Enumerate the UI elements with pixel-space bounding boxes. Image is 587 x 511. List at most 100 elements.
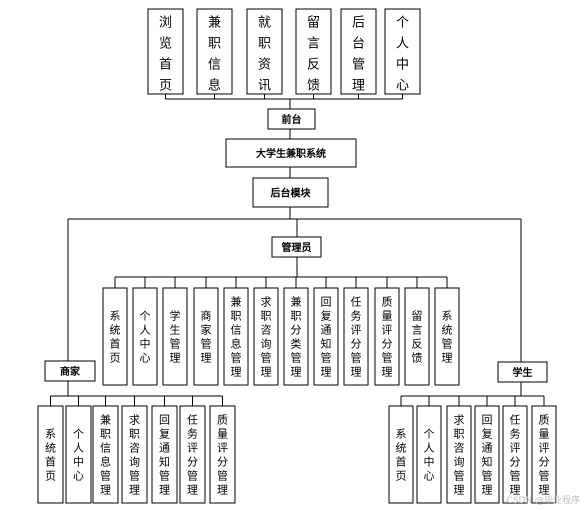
- front-module-6-box: [384, 8, 421, 95]
- student-module-5-label: 任务评分管理: [510, 414, 521, 497]
- admin-module-6: 求职咨询管理: [253, 287, 279, 386]
- front-node-label: 前台: [282, 113, 302, 126]
- front-module-2: 兼职信息: [196, 8, 233, 95]
- backend-node: 后台模块: [252, 177, 329, 208]
- merchant-module-2: 个人中心: [65, 405, 92, 504]
- student-module-4-box: [474, 405, 500, 504]
- admin-module-3-box: [162, 287, 188, 386]
- admin-module-4: 商家管理: [193, 287, 219, 386]
- front-module-1: 浏览首页: [147, 8, 184, 95]
- merchant-module-2-box: [65, 405, 92, 504]
- student-module-6-label: 质量评分管理: [539, 414, 550, 497]
- merchant-module-2-label: 个人中心: [73, 428, 84, 483]
- front-module-3-box: [246, 8, 283, 95]
- admin-module-5: 兼职信息管理: [223, 287, 249, 386]
- student-module-5: 任务评分管理: [502, 405, 528, 504]
- student-module-3-label: 求职咨询管理: [454, 414, 465, 497]
- admin-module-12: 系统管理: [434, 287, 460, 386]
- front-module-4: 留言反馈: [295, 8, 332, 95]
- merchant-module-3-box: [92, 405, 119, 504]
- admin-module-9-box: [343, 287, 369, 386]
- admin-module-5-box: [223, 287, 249, 386]
- admin-module-8-label: 回复通知管理: [321, 296, 332, 379]
- admin-node-box: [271, 236, 322, 258]
- admin-module-5-label: 兼职信息管理: [231, 296, 242, 379]
- admin-module-6-label: 求职咨询管理: [261, 296, 272, 379]
- merchant-module-1-box: [37, 405, 64, 504]
- system-title-node: 大学生兼职系统: [225, 138, 357, 168]
- merchant-module-6: 任务评分管理: [179, 405, 206, 504]
- admin-module-12-box: [434, 287, 460, 386]
- system-title-node-label: 大学生兼职系统: [256, 147, 326, 160]
- front-module-3: 就职资讯: [246, 8, 283, 95]
- merchant-module-5: 回复通知管理: [151, 405, 178, 504]
- student-module-2: 个人中心: [416, 405, 442, 504]
- admin-module-8-box: [313, 287, 339, 386]
- front-module-1-box: [147, 8, 184, 95]
- student-module-5-box: [502, 405, 528, 504]
- admin-module-2-box: [132, 287, 158, 386]
- admin-module-2: 个人中心: [132, 287, 158, 386]
- backend-node-box: [252, 177, 329, 208]
- front-module-6: 个人中心: [384, 8, 421, 95]
- front-module-3-label: 就职资讯: [258, 15, 271, 93]
- admin-module-1-box: [102, 287, 128, 386]
- admin-module-2-label: 个人中心: [140, 310, 151, 365]
- student-module-6: 质量评分管理: [531, 405, 557, 504]
- admin-module-7: 兼职分类管理: [283, 287, 309, 386]
- admin-node: 管理员: [271, 236, 322, 258]
- merchant-module-6-label: 任务评分管理: [187, 414, 198, 497]
- student-module-2-label: 个人中心: [424, 428, 435, 483]
- front-node: 前台: [267, 108, 316, 130]
- merchant-module-5-label: 回复通知管理: [159, 414, 170, 497]
- merchant-module-4-label: 求职咨询管理: [129, 414, 140, 497]
- merchant-module-4-box: [121, 405, 148, 504]
- backend-node-label: 后台模块: [271, 187, 312, 200]
- merchant-module-3-label: 兼职信息管理: [100, 414, 111, 497]
- admin-module-8: 回复通知管理: [313, 287, 339, 386]
- student-module-4-label: 回复通知管理: [482, 414, 493, 497]
- merchant-module-7-label: 质量评分管理: [217, 414, 228, 497]
- admin-module-3-label: 学生管理: [170, 309, 181, 365]
- merchant-module-7-box: [209, 405, 236, 504]
- merchant-module-5-box: [151, 405, 178, 504]
- front-module-1-label: 浏览首页: [159, 14, 172, 93]
- student-module-1-label: 系统首页: [396, 428, 407, 483]
- front-module-5-label: 后台管理: [352, 15, 365, 93]
- front-module-2-box: [196, 8, 233, 95]
- student-module-1: 系统首页: [388, 405, 414, 504]
- front-module-2-label: 兼职信息: [208, 15, 221, 93]
- merchant-module-1-label: 系统首页: [45, 428, 56, 483]
- merchant-node: 商家: [44, 360, 96, 382]
- front-module-5: 后台管理: [340, 8, 377, 95]
- admin-module-11-box: [404, 287, 430, 386]
- front-module-5-box: [340, 8, 377, 95]
- watermark-text: CSDN @毕业程序: [506, 494, 580, 506]
- student-node: 学生: [497, 361, 548, 383]
- admin-module-12-label: 系统管理: [442, 310, 453, 365]
- system-title-node-box: [225, 138, 357, 168]
- admin-module-10: 质量评分管理: [374, 287, 400, 386]
- merchant-node-box: [44, 360, 96, 382]
- admin-module-11-label: 留言反馈: [412, 310, 423, 365]
- merchant-module-7: 质量评分管理: [209, 405, 236, 504]
- admin-module-10-box: [374, 287, 400, 386]
- student-module-6-box: [531, 405, 557, 504]
- admin-module-4-box: [193, 287, 219, 386]
- merchant-module-4: 求职咨询管理: [121, 405, 148, 504]
- admin-module-1-label: 系统首页: [110, 310, 121, 365]
- admin-module-9-label: 任务评分管理: [351, 296, 362, 379]
- student-module-3-box: [446, 405, 472, 504]
- student-node-label: 学生: [513, 366, 533, 379]
- merchant-node-label: 商家: [60, 365, 81, 378]
- student-module-3: 求职咨询管理: [446, 405, 472, 504]
- admin-module-9: 任务评分管理: [343, 287, 369, 386]
- admin-module-10-label: 质量评分管理: [382, 296, 393, 379]
- admin-module-7-box: [283, 287, 309, 386]
- admin-node-label: 管理员: [282, 241, 312, 254]
- merchant-module-6-box: [179, 405, 206, 504]
- admin-module-1: 系统首页: [102, 287, 128, 386]
- front-module-4-box: [295, 8, 332, 95]
- front-node-box: [267, 108, 316, 130]
